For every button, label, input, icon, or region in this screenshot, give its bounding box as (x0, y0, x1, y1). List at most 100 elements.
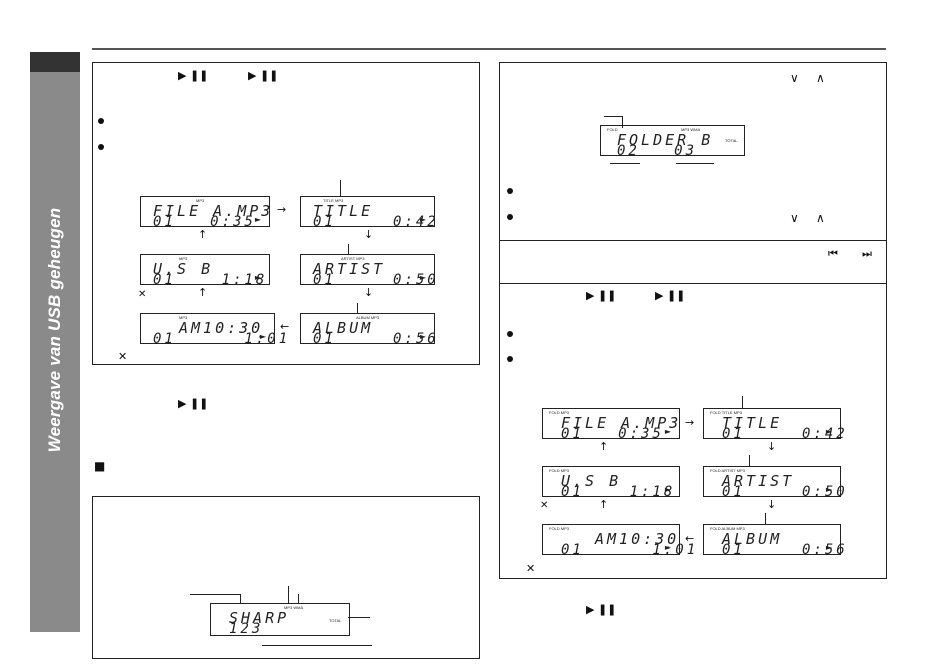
lcd-line-1: FILE A.MP3 (153, 202, 274, 220)
play-pause-icon: ▶ ❚❚ (178, 397, 209, 410)
arrow-up-icon: ↑ (198, 286, 208, 299)
callout-line (340, 180, 341, 196)
lcd-line-2: 01 1:18 (153, 272, 268, 288)
callout-line (298, 594, 299, 603)
play-indicator-icon: ► (254, 215, 261, 224)
play-indicator-icon: ► (664, 427, 671, 436)
lcd-indicator: FOLD (607, 127, 618, 132)
lcd-indicator: FOLD TITLE MP3 (710, 410, 742, 415)
bullet-icon (98, 118, 104, 124)
play-indicator-icon: ► (825, 543, 832, 552)
play-indicator-icon: ► (825, 485, 832, 494)
callout-line (190, 594, 240, 595)
arrow-right-icon: → (685, 416, 695, 429)
lcd-line-1: U.S B (153, 260, 214, 278)
sidebar-header-block (30, 52, 80, 72)
arrow-up-icon: ↑ (599, 498, 609, 511)
lcd-line-2: 01 0:35 (153, 214, 256, 230)
down-icon: ∨ (790, 71, 799, 85)
lcd-indicator: FOLD MP3 (549, 526, 570, 531)
lcd-line-2: 01 0:50 (313, 272, 439, 288)
lcd-line-1: ARTIST (722, 472, 795, 490)
callout-line (676, 163, 714, 164)
lcd-display: ARTIST MP3 ARTIST 01 0:50 ► (300, 254, 436, 288)
arrow-up-icon: ↑ (198, 228, 208, 241)
lcd-line-2: 01 0:56 (313, 331, 439, 347)
callout-line (240, 594, 241, 604)
lcd-display: MP3 AM10:30 01 1:01 ► (140, 313, 287, 347)
callout-line (288, 586, 289, 603)
total-indicator: TOTAL (725, 138, 738, 143)
play-pause-icon: ▶ ❚❚ (655, 289, 686, 302)
lcd-display: FOLD TITLE MP3 TITLE 01 0:42 ► (703, 408, 845, 442)
cross-icon: ✕ (138, 289, 147, 300)
lcd-indicator: MP3 WMA (681, 127, 701, 132)
arrow-down-icon: ↓ (364, 286, 374, 299)
callout-line (348, 617, 370, 618)
lcd-line-2: 01 0:50 (722, 484, 848, 500)
lcd-display: FOLD MP3 U.S B 01 1:18 ► (542, 466, 680, 500)
play-indicator-icon: ► (419, 273, 426, 282)
arrow-right-icon: → (277, 203, 287, 216)
lcd-indicator: TITLE MP3 (323, 198, 344, 203)
bullet-icon (507, 356, 513, 362)
right-display-box (499, 283, 887, 579)
sidebar-tab (30, 52, 80, 632)
cross-icon: ✕ (526, 562, 536, 575)
up-icon: ∧ (816, 71, 825, 85)
lcd-indicator: MP3 (196, 198, 205, 203)
arrow-down-icon: ↓ (767, 498, 777, 511)
arrow-left-icon: ← (685, 532, 695, 545)
next-icon: ⏭ (862, 247, 872, 260)
lcd-line-1: TITLE (313, 202, 374, 220)
arrow-up-icon: ↑ (599, 440, 609, 453)
previous-icon: ⏮ (828, 247, 838, 260)
lcd-line-1: U.S B (561, 472, 622, 490)
lcd-line-1: FOLDER B (617, 131, 714, 149)
up-icon: ∧ (816, 211, 825, 225)
lcd-display: MP3 U.S B 01 1:18 ► (140, 254, 270, 288)
lcd-line-2: 01 0:56 (722, 542, 848, 558)
arrow-down-icon: ↓ (767, 440, 777, 453)
lcd-line-2: 01 0:35 (561, 426, 664, 442)
lcd-indicator: ALBUM MP3 (356, 315, 380, 320)
left-display-box (92, 62, 480, 365)
lcd-display: FOLD MP3 AM10:30 01 1:01 ► (542, 524, 695, 558)
lcd-line-1: AM10:30 (595, 530, 680, 548)
callout-line (357, 303, 358, 313)
callout-line (749, 455, 750, 466)
bullet-icon (98, 144, 104, 150)
cross-icon: ✕ (118, 350, 128, 363)
lcd-line-1: ALBUM (313, 319, 374, 337)
arrow-left-icon: ← (280, 320, 290, 333)
callout-line (348, 244, 349, 254)
lcd-display: MP3 WMA SHARP 123 TOTAL (210, 603, 350, 637)
lcd-line-2: 01 1:01 (561, 542, 699, 558)
callout-line (610, 163, 640, 164)
lcd-display: TITLE MP3 TITLE 01 0:42 ► (300, 196, 436, 230)
play-indicator-icon: ► (419, 215, 426, 224)
lcd-indicator: ARTIST MP3 (341, 256, 365, 261)
callout-line (742, 396, 743, 408)
play-indicator-icon: ► (664, 485, 671, 494)
total-indicator: TOTAL (329, 618, 342, 623)
callout-line (765, 513, 766, 524)
lcd-line-2: 01 1:18 (561, 484, 676, 500)
lcd-indicator: MP3 (179, 256, 188, 261)
play-indicator-icon: ► (664, 543, 671, 552)
lcd-line-2: 01 0:42 (313, 214, 439, 230)
sharp-display-box (92, 496, 480, 659)
lcd-display: FOLD MP3 FILE A.MP3 01 0:35 ► (542, 408, 680, 442)
lcd-display: ALBUM MP3 ALBUM 01 0:56 ► (300, 313, 436, 347)
callout-line (622, 116, 623, 128)
lcd-indicator: FOLD MP3 (549, 468, 570, 473)
bullet-icon (507, 214, 513, 220)
arrow-down-icon: ↓ (364, 228, 374, 241)
down-icon: ∨ (790, 211, 799, 225)
stop-icon: ■ (94, 459, 106, 473)
lcd-display: FOLD ALBUM MP3 ALBUM 01 0:56 ► (703, 524, 845, 558)
bullet-icon (507, 188, 513, 194)
sidebar-title: Weergave van USB geheugen (45, 207, 64, 453)
bullet-icon (507, 331, 513, 337)
lcd-display: MP3 FILE A.MP3 01 0:35 ► (140, 196, 274, 230)
